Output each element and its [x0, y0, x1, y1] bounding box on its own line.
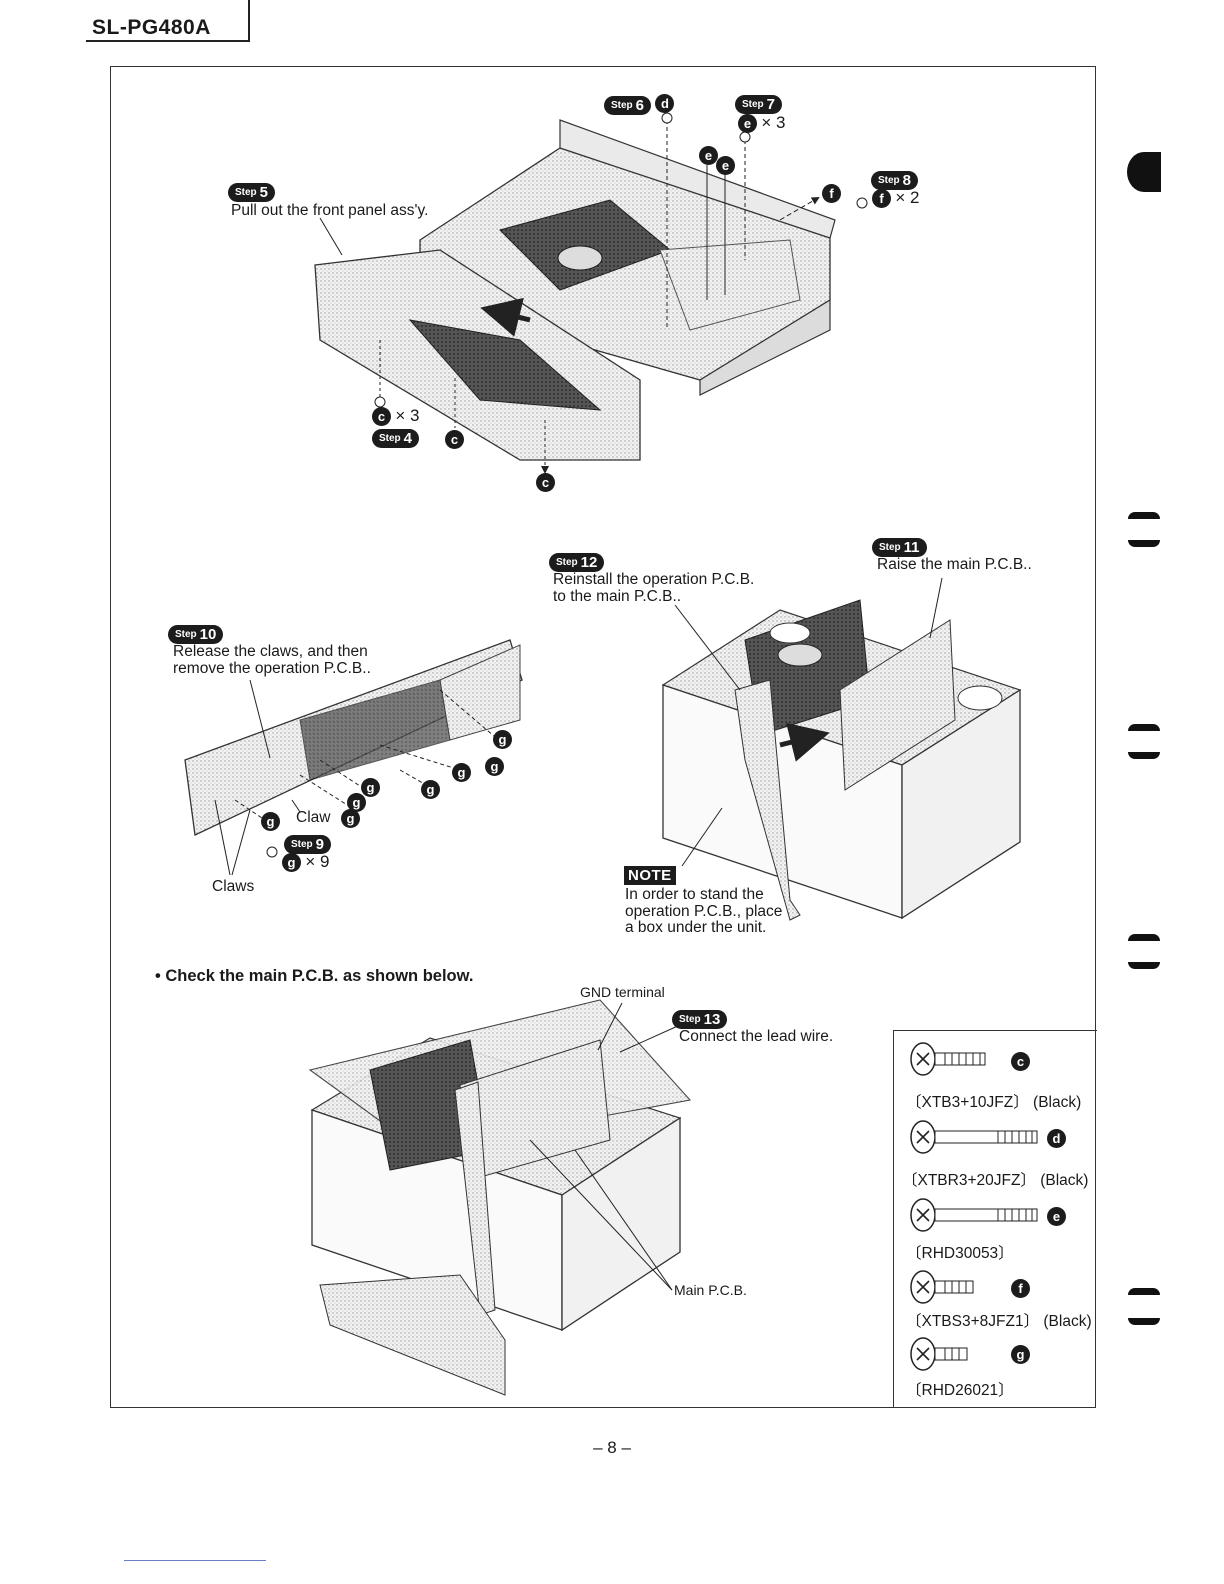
step8-qty: f × 2 — [872, 189, 919, 208]
screw-g-marker-3: g — [485, 757, 504, 776]
legend-g-icon: g — [1011, 1345, 1030, 1364]
note-line-1: In order to stand the — [625, 886, 764, 903]
screw-g-marker-5: g — [361, 778, 380, 797]
screw-e-marker: e — [699, 146, 718, 165]
binding-mark-3a — [1128, 724, 1160, 731]
top-chassis-illustration — [314, 112, 868, 474]
screw-g-marker-7: g — [341, 809, 360, 828]
screw-g-marker-4: g — [421, 780, 440, 799]
legend-d-part: 〔XTBR3+20JFZ〕 (Black) — [902, 1172, 1089, 1189]
header-rule-horizontal — [86, 40, 250, 42]
screw-g-icon: g — [282, 853, 301, 872]
binding-mark-4b — [1128, 962, 1160, 969]
check-heading: • Check the main P.C.B. as shown below. — [155, 967, 474, 985]
step12-text-2: to the main P.C.B.. — [553, 588, 682, 605]
screw-d-icon: d — [655, 94, 675, 113]
step11-text: Raise the main P.C.B.. — [877, 556, 1032, 573]
step7-qty: e × 3 — [738, 114, 785, 133]
legend-f-part: 〔XTBS3+8JFZ1〕 (Black) — [906, 1313, 1092, 1330]
main-pcb-check-illustration — [308, 999, 692, 1396]
bottom-rule — [124, 1560, 266, 1561]
header-rule-vertical — [248, 0, 250, 42]
note-tag: NOTE — [624, 866, 676, 885]
screw-c-icon: c — [372, 407, 391, 426]
step5-label: Step65 — [228, 182, 276, 202]
front-panel-illustration — [184, 639, 523, 876]
screw-e-marker-2: e — [716, 156, 735, 175]
screw-g-marker-1: g — [493, 730, 512, 749]
claw-label: Claw — [296, 809, 331, 826]
legend-screw-drawings — [910, 1042, 1038, 1371]
step13-text: Connect the lead wire. — [679, 1028, 834, 1045]
note-line-2: operation P.C.B., place — [625, 903, 783, 920]
diagram-frame — [110, 66, 1096, 1408]
legend-e-part: 〔RHD30053〕 — [906, 1245, 1014, 1262]
step5-text: Pull out the front panel ass'y. — [231, 202, 429, 219]
binding-mark-2b — [1128, 540, 1160, 547]
legend-c-icon: c — [1011, 1052, 1030, 1071]
legend-e-icon: e — [1047, 1207, 1066, 1226]
screw-f-icon: f — [872, 189, 891, 208]
step9-qty: g × 9 — [282, 853, 329, 872]
screw-c-marker-2: c — [536, 473, 555, 492]
binding-mark-4a — [1128, 934, 1160, 941]
claws-label: Claws — [212, 878, 255, 895]
step4-qty: c × 3 — [372, 407, 419, 426]
binding-mark-2a — [1128, 512, 1160, 519]
model-number: SL-PG480A — [92, 16, 211, 39]
binding-mark-1 — [1127, 152, 1161, 192]
screw-f-marker: f — [822, 184, 841, 203]
screw-g-marker-2: g — [452, 763, 471, 782]
legend-d-icon: d — [1047, 1129, 1066, 1148]
step10-text-2: remove the operation P.C.B.. — [173, 660, 371, 677]
main-pcb-label: Main P.C.B. — [674, 1282, 747, 1298]
legend-c-part: 〔XTB3+10JFZ〕 (Black) — [906, 1094, 1082, 1111]
screw-legend — [893, 1030, 1097, 1408]
screw-g-marker-6: g — [347, 793, 366, 812]
binding-mark-5b — [1128, 1318, 1160, 1325]
binding-mark-3b — [1128, 752, 1160, 759]
page-number: – 8 – — [593, 1438, 631, 1457]
note-line-3: a box under the unit. — [625, 919, 767, 936]
screw-e-icon: e — [738, 114, 757, 133]
gnd-terminal-label: GND terminal — [580, 984, 665, 1000]
binding-mark-5a — [1128, 1288, 1160, 1295]
screw-g-marker-8: g — [261, 812, 280, 831]
legend-f-icon: f — [1011, 1279, 1030, 1298]
unit-on-box-illustration — [661, 577, 1022, 921]
step10-text-1: Release the claws, and then — [173, 643, 368, 660]
legend-g-part: 〔RHD26021〕 — [906, 1382, 1014, 1399]
screw-c-marker: c — [445, 430, 464, 449]
step12-text-1: Reinstall the operation P.C.B. — [553, 571, 755, 588]
